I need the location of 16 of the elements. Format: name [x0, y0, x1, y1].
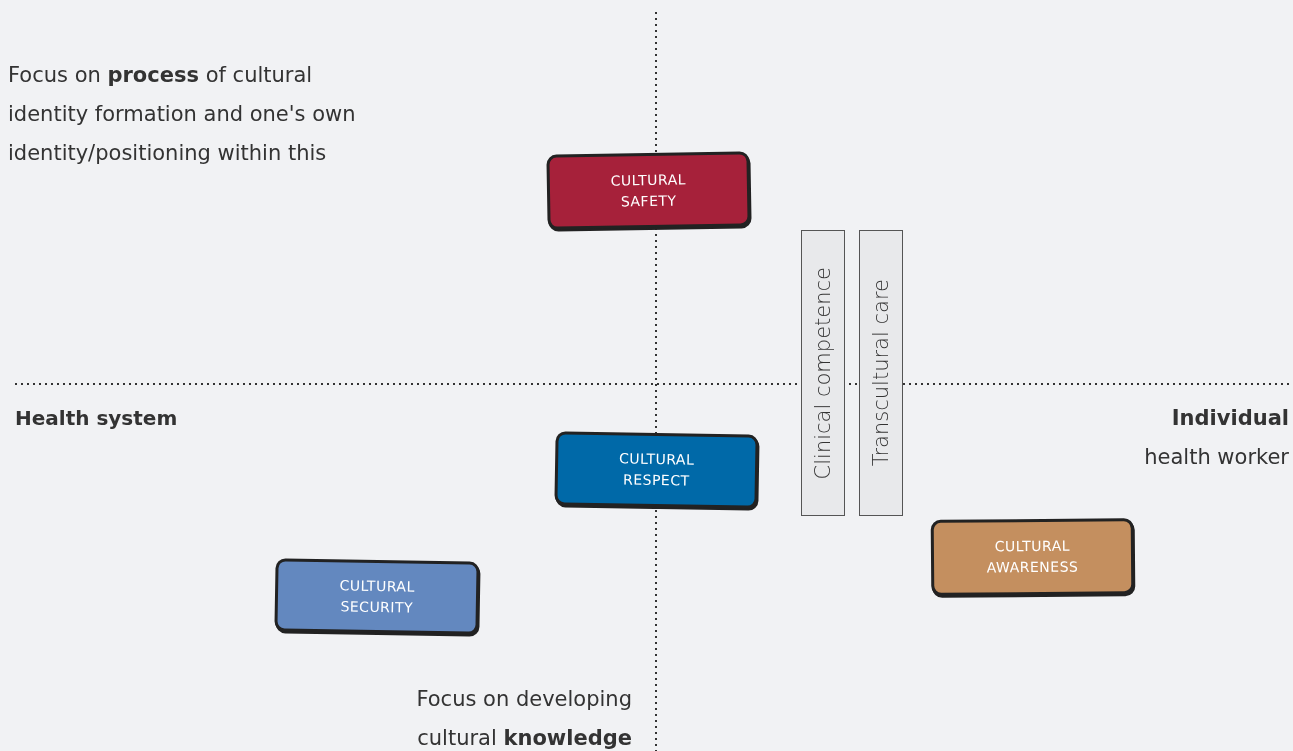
- category-box: [274, 558, 480, 635]
- category-box: [546, 151, 751, 230]
- axis-label: Health system: [15, 405, 179, 432]
- vertical-bar: [801, 230, 845, 516]
- box-label: CULTURAL AWARENESS: [985, 536, 1080, 578]
- box-label: CULTURAL RESPECT: [617, 449, 696, 491]
- annotation-text: Focus on process of cultural identity formation and one's own identity/positioning within this: [8, 62, 357, 167]
- category-box: [930, 518, 1135, 596]
- bar-label: Transcultural care: [869, 279, 893, 467]
- annotation-text: Focus on developing cultural knowledge: [415, 686, 632, 751]
- box-label: CULTURAL SAFETY: [609, 169, 688, 211]
- axis-label: Individual health worker: [1143, 405, 1289, 471]
- vertical-bar: [859, 230, 903, 516]
- box-label: CULTURAL SECURITY: [338, 575, 416, 618]
- bar-label: Clinical competence: [811, 266, 835, 480]
- category-box: [554, 431, 759, 509]
